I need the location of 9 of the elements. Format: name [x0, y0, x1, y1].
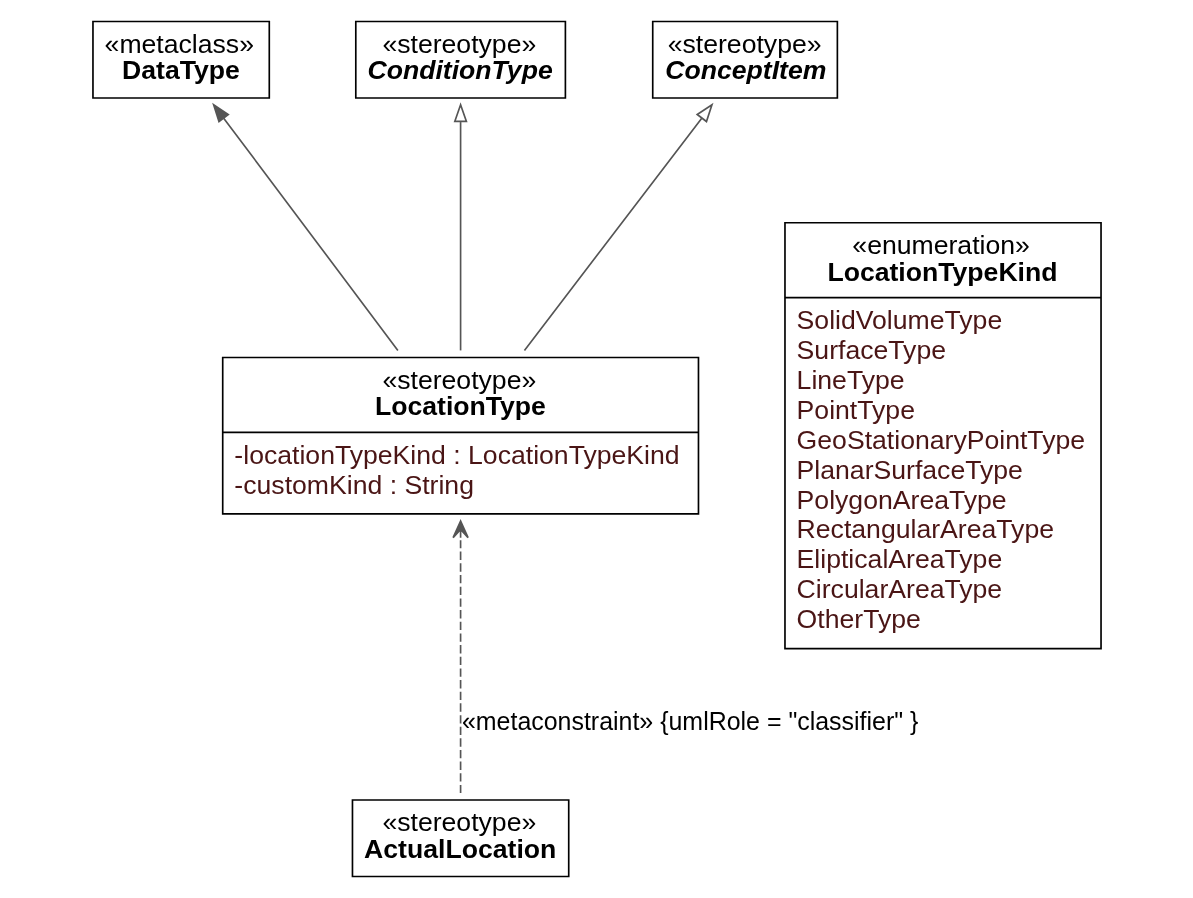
- node-box: «stereotype» ActualLocation: [351, 799, 570, 878]
- arrow: [523, 102, 713, 352]
- node-box: «metaclass» DataType: [91, 20, 270, 99]
- arrow: [453, 102, 468, 352]
- node-box: «stereotype» ConditionType: [354, 20, 566, 99]
- node-box: «stereotype» ConceptItem: [651, 20, 838, 99]
- arrow: [211, 102, 399, 352]
- arrow: [451, 520, 469, 794]
- edge-label: «metaconstraint» {umlRole = "classifier" }: [461, 707, 918, 736]
